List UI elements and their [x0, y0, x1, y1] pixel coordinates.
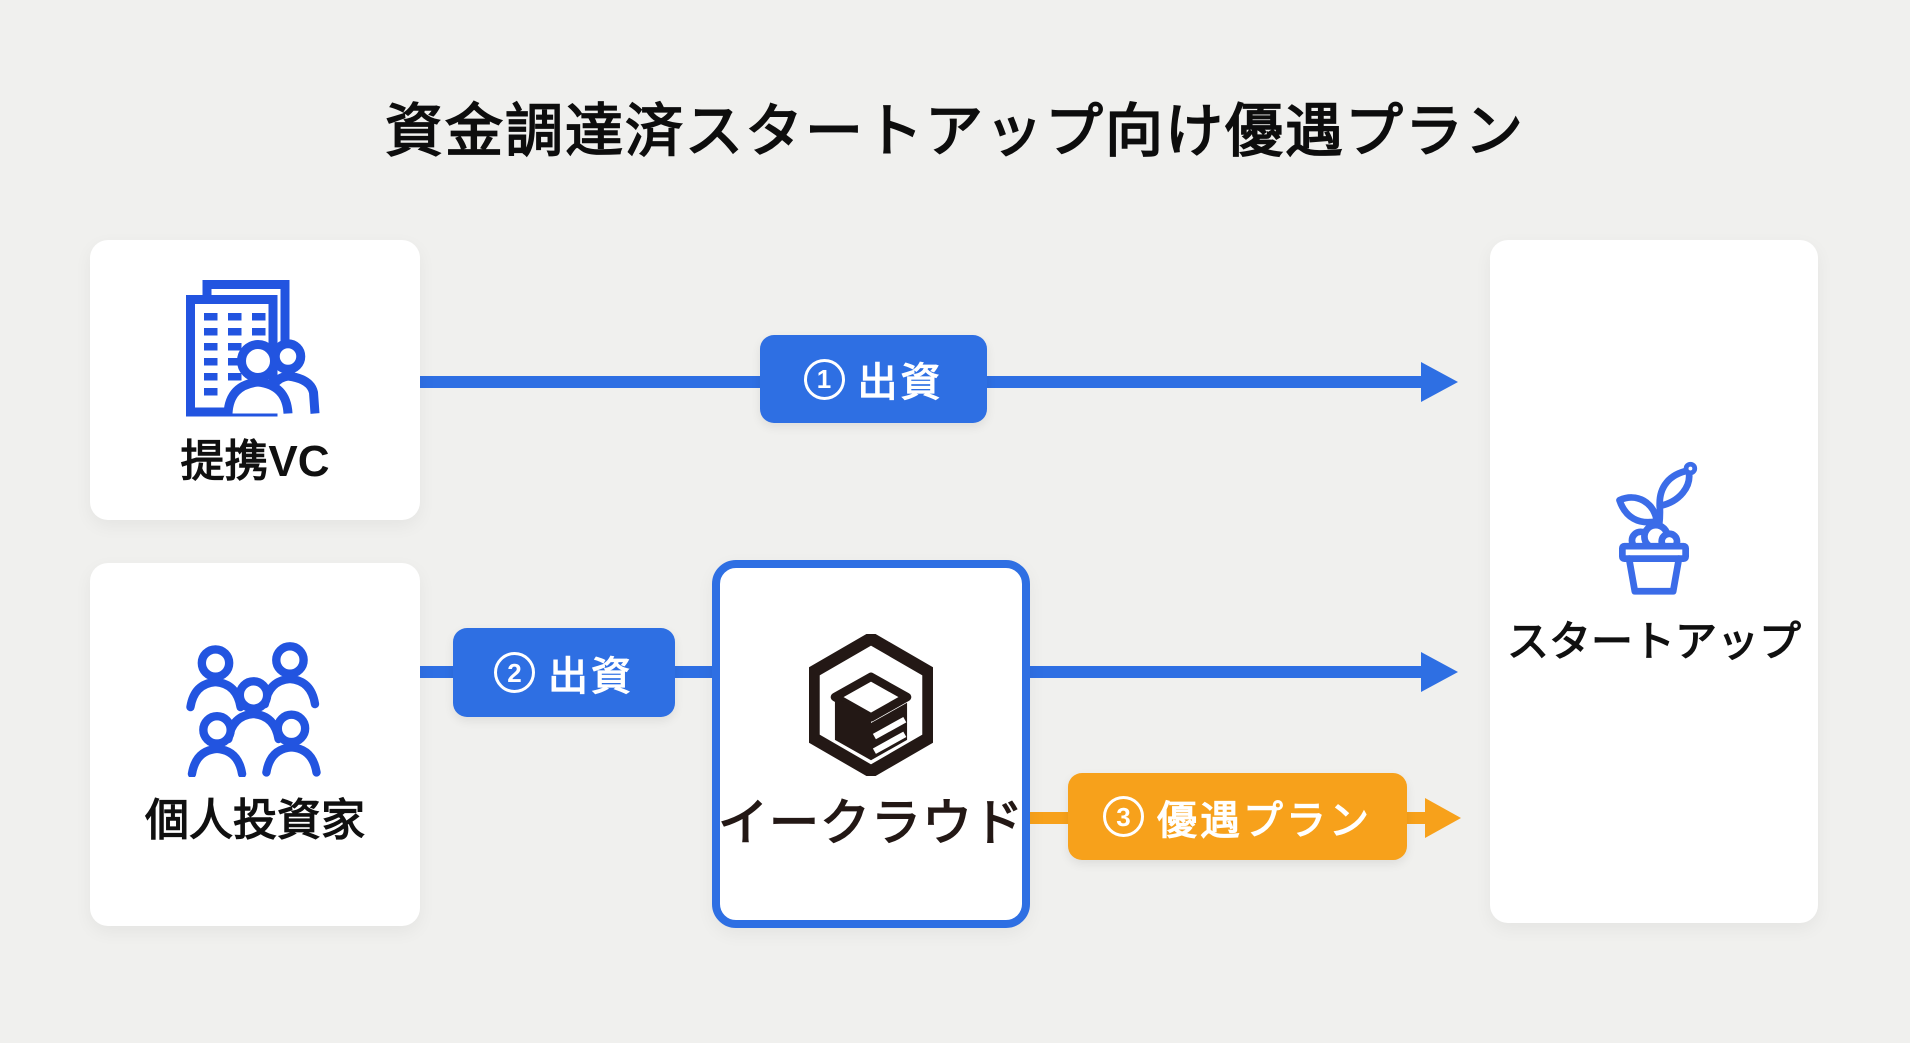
- flow-1-label: 出資: [857, 361, 944, 405]
- flow-1-circled-number: 1: [803, 358, 845, 400]
- flow-badge-investment-1: 1 出資: [760, 335, 987, 423]
- node-label-startup: スタートアップ: [1506, 618, 1801, 665]
- arrowhead-vc-to-startup: [1421, 362, 1458, 402]
- crowd-people-icon: [186, 642, 321, 777]
- flow-3-label: 優遇プラン: [1157, 798, 1372, 843]
- arrow-line-ecloud-to-plan-badge: [1030, 812, 1080, 824]
- flow-2-circled-number: 2: [494, 652, 535, 693]
- node-card-startup: スタートアップ: [1490, 240, 1818, 923]
- node-card-individual-investors: 個人投資家: [90, 563, 420, 926]
- ecloud-hexagon-cube-logo: [809, 634, 933, 776]
- node-label-individual-investors: 個人投資家: [145, 796, 365, 845]
- arrowhead-ecloud-to-startup: [1421, 652, 1458, 692]
- page-title: 資金調達済スタートアップ向け優遇プラン: [384, 99, 1525, 164]
- office-building-investors-icon: [186, 280, 320, 417]
- arrow-line-ecloud-to-startup: [1030, 666, 1422, 678]
- flow-3-circled-number: 3: [1103, 796, 1144, 837]
- node-card-ecloud: イークラウド: [712, 560, 1030, 928]
- node-label-ecloud: イークラウド: [718, 795, 1024, 851]
- sprout-pot-icon: [1616, 461, 1698, 595]
- node-card-partner-vc: 提携VC: [90, 240, 420, 520]
- flow-2-label: 出資: [548, 654, 634, 699]
- flow-badge-preferential-plan: 3 優遇プラン: [1068, 773, 1407, 860]
- flow-badge-investment-2: 2 出資: [453, 628, 675, 717]
- node-label-partner-vc: 提携VC: [180, 437, 330, 486]
- arrowhead-preferential-plan: [1425, 798, 1461, 838]
